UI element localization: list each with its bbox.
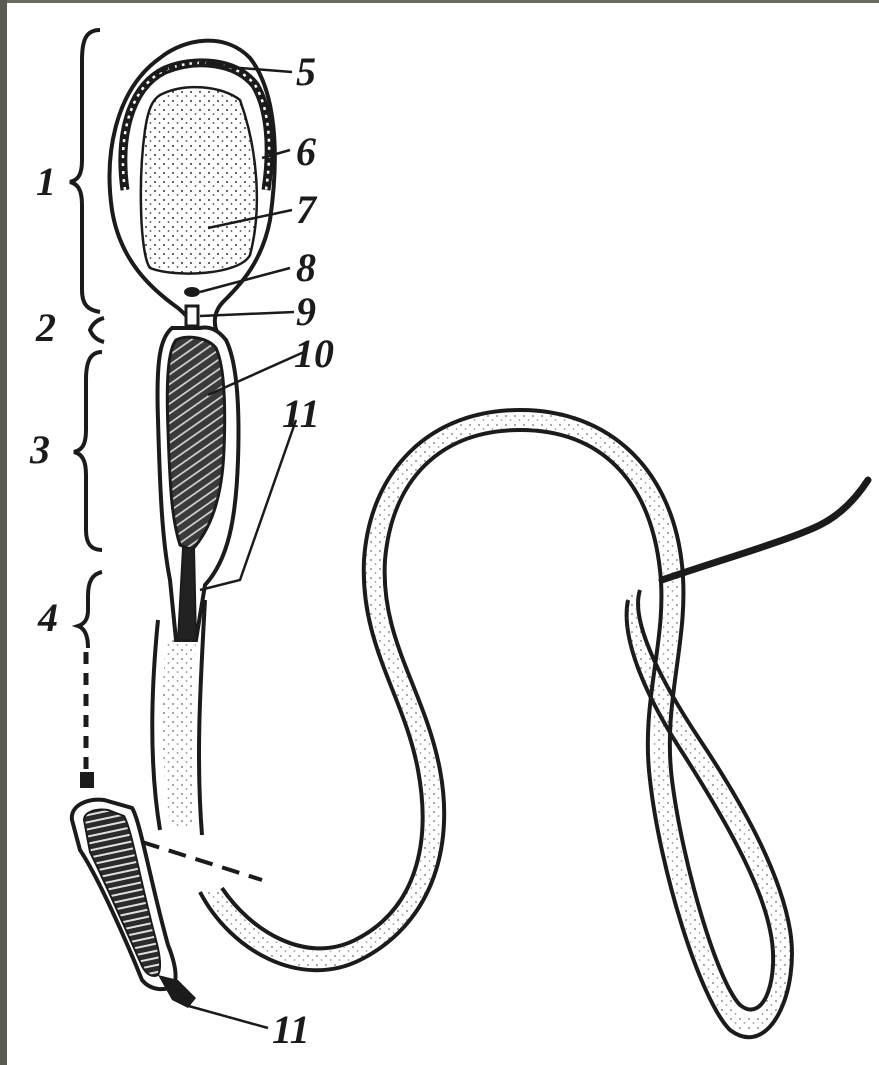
break-line xyxy=(142,842,262,880)
bracket-4 xyxy=(78,572,102,648)
proximal-centriole xyxy=(184,287,200,297)
part-label-8: 8 xyxy=(296,248,316,288)
part-label-6: 6 xyxy=(296,132,316,172)
region-label-tail: 4 xyxy=(38,598,58,638)
bracket-1 xyxy=(70,30,100,312)
nucleus xyxy=(141,87,257,273)
region-label-neck: 2 xyxy=(36,308,56,348)
region-label-head: 1 xyxy=(36,162,56,202)
part-label-7: 7 xyxy=(296,190,316,230)
region-label-midpiece: 3 xyxy=(30,430,50,470)
distal-centriole xyxy=(186,306,198,326)
part-label-5: 5 xyxy=(296,52,316,92)
part-label-11-lower: 11 xyxy=(272,1010,310,1050)
part-label-9: 9 xyxy=(296,292,316,332)
bracket-3 xyxy=(74,352,102,550)
tail-end-piece xyxy=(662,480,868,580)
part-label-10: 10 xyxy=(294,334,334,374)
bracket-2 xyxy=(90,318,104,342)
part-label-11-upper: 11 xyxy=(282,394,320,434)
